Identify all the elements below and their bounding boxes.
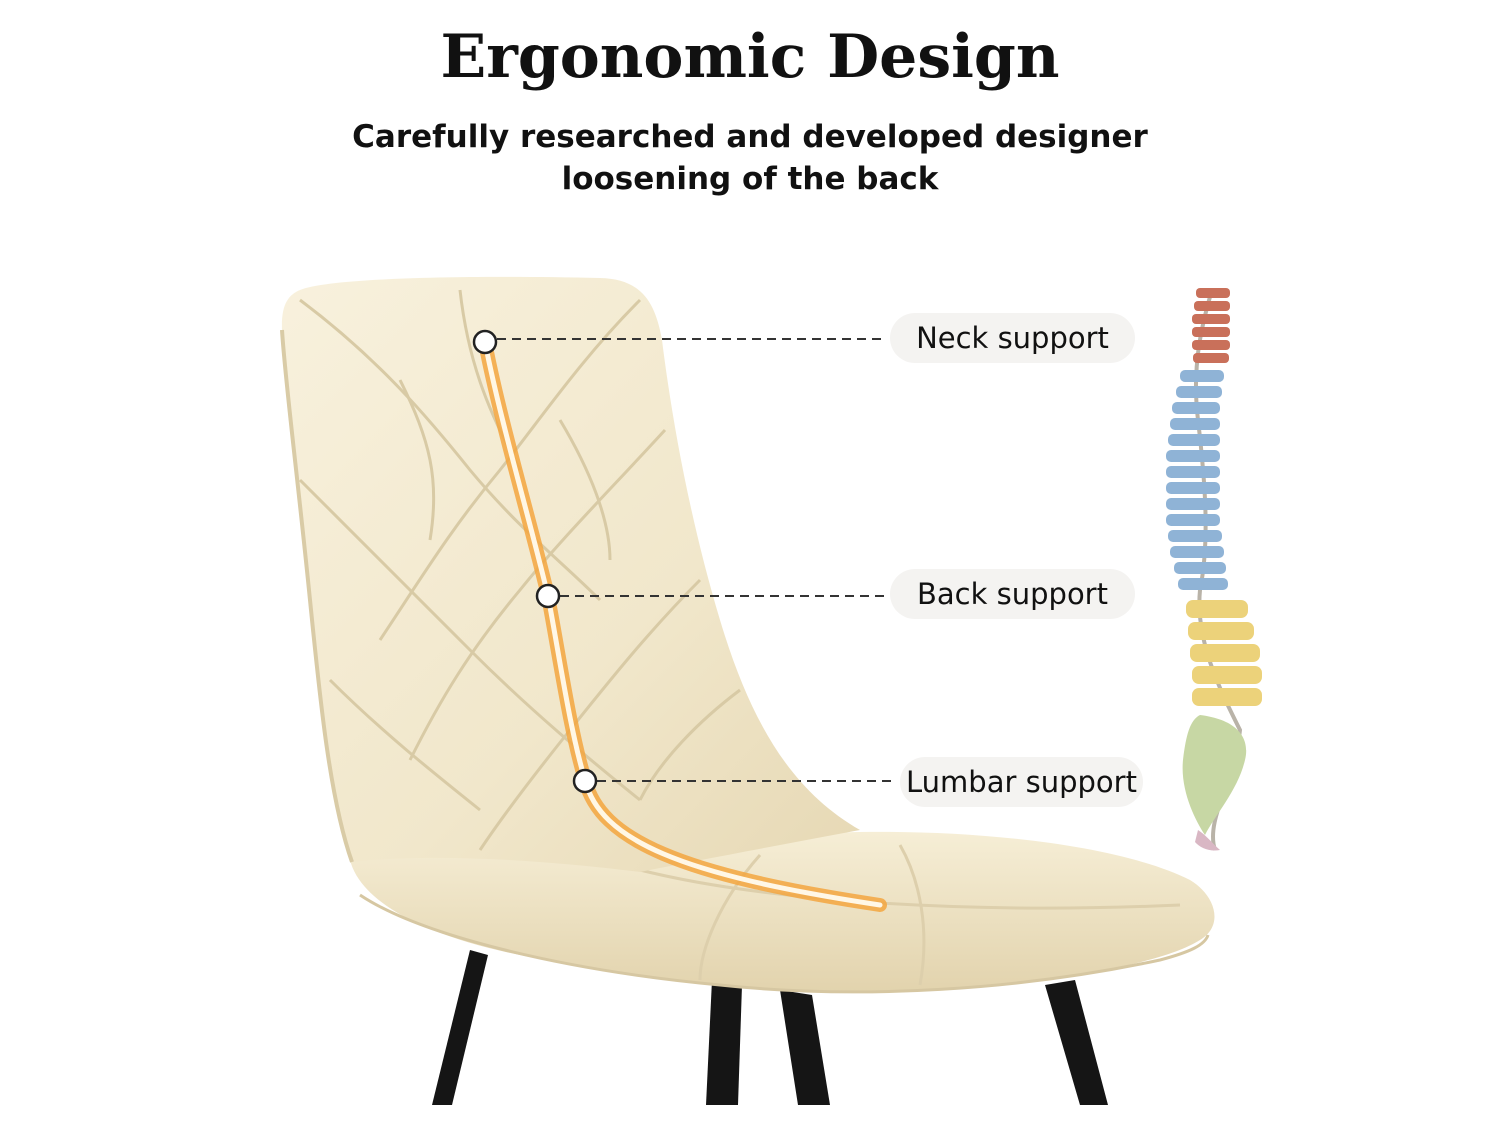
chair-backrest [280, 276, 860, 872]
back-marker [535, 583, 561, 609]
subtitle-line-1: Carefully researched and developed desig… [352, 119, 1148, 155]
chair-legs [432, 950, 1108, 1105]
subtitle-line-2: loosening of the back [561, 161, 939, 197]
support-curve [478, 335, 887, 912]
lumbar-support-label: Lumbar support [900, 757, 1143, 807]
page-title: Ergonomic Design [440, 22, 1060, 92]
chair-seat [350, 831, 1215, 994]
lumbar-marker [572, 768, 598, 794]
neck-support-label: Neck support [890, 313, 1135, 363]
back-support-label: Back support [890, 569, 1135, 619]
neck-marker [472, 329, 498, 355]
page-subtitle: Carefully researched and developed desig… [300, 116, 1200, 200]
spine-illustration [1166, 288, 1262, 851]
